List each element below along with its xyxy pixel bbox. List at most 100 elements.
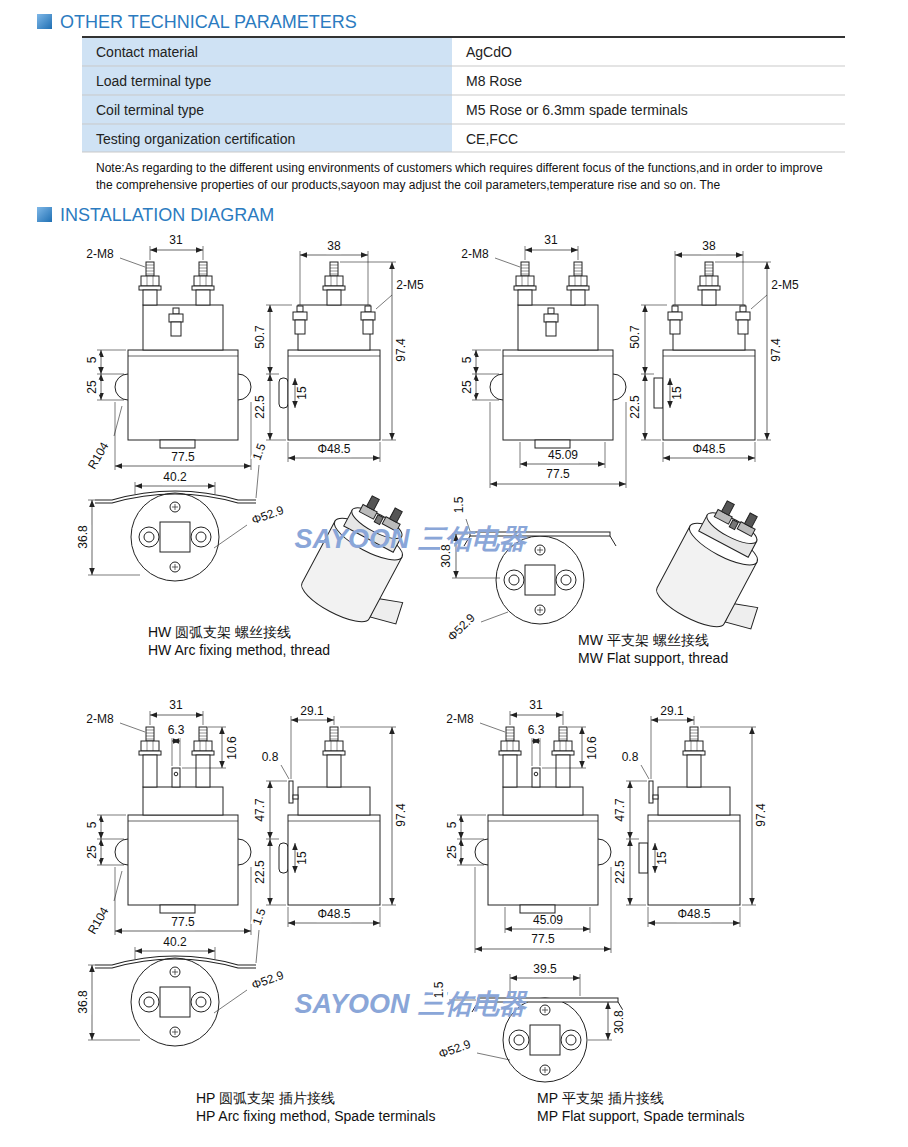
fixing-screw (170, 1027, 180, 1037)
hex-nut (141, 741, 159, 751)
washer (323, 286, 345, 290)
terminal-base (143, 755, 157, 787)
thread-line (559, 730, 567, 731)
extension-line (568, 727, 586, 728)
thread-line (521, 271, 529, 272)
nut-edge (566, 741, 567, 751)
dimension-label: 25 (461, 379, 475, 394)
nut-edge (337, 741, 338, 751)
dimension-line (475, 949, 611, 950)
extension-line (215, 947, 216, 959)
leader-line (495, 258, 520, 267)
leader-line (114, 406, 122, 436)
extension-line (203, 711, 204, 725)
extension-line (150, 246, 151, 260)
terminal-stud (144, 532, 154, 542)
dimension-line (135, 486, 215, 487)
leader-line (120, 723, 145, 732)
nut-edge (513, 741, 514, 751)
extension-line (475, 867, 476, 953)
extension-line (472, 374, 499, 375)
view-caption: HW 圆弧支架 螺丝接线 (148, 624, 291, 640)
dimension-line (630, 781, 631, 839)
extension-line (288, 907, 289, 927)
thread-line (199, 736, 207, 737)
thread-callout: 2-M8 (85, 713, 114, 727)
extension-line (97, 865, 124, 866)
nut-edge (153, 276, 154, 286)
fixing-screw (170, 502, 180, 512)
view-caption: MP Flat support, Spade terminals (537, 1108, 745, 1124)
screw-slot (175, 1029, 176, 1035)
dimension-label: Φ48.5 (677, 908, 712, 922)
spade-terminal (649, 781, 653, 803)
dimension-label: 22.5 (254, 859, 268, 884)
dimension-line (476, 350, 477, 374)
terminal-base (171, 322, 181, 336)
nut-edge (712, 276, 713, 286)
extension-line (452, 578, 500, 579)
extension-line (288, 442, 289, 462)
extension-line (97, 400, 124, 401)
threaded-stud (506, 727, 514, 741)
extension-line (563, 711, 564, 725)
nut-edge (331, 276, 332, 286)
table-rule (82, 152, 845, 153)
dimension-line (300, 255, 368, 256)
terminal-base (556, 755, 570, 787)
base-boss (520, 905, 555, 913)
hex-nut (293, 312, 307, 320)
nut-edge (200, 276, 201, 286)
dimension-label: 1.5 (250, 441, 269, 463)
dimension-label: 22.5 (629, 394, 643, 419)
dimension-label: 29.1 (659, 705, 684, 719)
terminal-stud (509, 575, 519, 585)
dimension-line (461, 815, 462, 839)
mounting-ear (115, 839, 128, 865)
extension-line (115, 402, 116, 470)
body-edge (503, 356, 613, 357)
load-terminal (139, 992, 159, 1012)
extension-line (472, 400, 499, 401)
dimension-label: 6.3 (167, 724, 186, 738)
threaded-stud (690, 727, 698, 741)
extension-line (648, 907, 649, 927)
dimension-label: 39.5 (532, 963, 557, 977)
table-cell: Contact material (96, 44, 198, 60)
bracket-edge (279, 843, 288, 873)
extension-line (88, 500, 95, 501)
terminal-base (295, 320, 305, 334)
dimension-label: Φ52.9 (445, 611, 479, 645)
hex-nut (700, 276, 718, 286)
thread-line (330, 265, 338, 266)
dimension-label: 97.4 (395, 337, 409, 362)
mounting-ear (598, 839, 611, 865)
extension-line (694, 716, 695, 725)
dimension-line (532, 741, 540, 742)
extension-line (97, 374, 124, 375)
dimension-label: Φ52.9 (249, 969, 287, 994)
washer (698, 286, 720, 290)
extension-line (135, 947, 136, 959)
extension-line (641, 305, 667, 306)
arc-bracket (95, 959, 256, 968)
dimension-label: 50.7 (254, 324, 268, 349)
thread-line (690, 739, 698, 740)
extension-line (580, 974, 581, 996)
dimension-label: Φ48.5 (317, 908, 352, 922)
terminal-base (327, 755, 341, 787)
dimension-label: 6.3 (527, 724, 546, 738)
terminal-base (196, 755, 210, 787)
dimension-label: 25 (446, 844, 460, 859)
terminal-stud (196, 997, 206, 1007)
hex-nut (194, 741, 212, 751)
threaded-stud (740, 306, 746, 312)
thread-line (521, 265, 529, 266)
dimension-label: 15 (296, 385, 310, 400)
nut-edge (331, 741, 332, 751)
dimension-label: 30.8 (440, 543, 454, 568)
thread-line (690, 730, 698, 731)
dimension-label: 77.5 (530, 933, 555, 947)
hex-nut (685, 741, 703, 751)
extension-line (457, 839, 484, 840)
